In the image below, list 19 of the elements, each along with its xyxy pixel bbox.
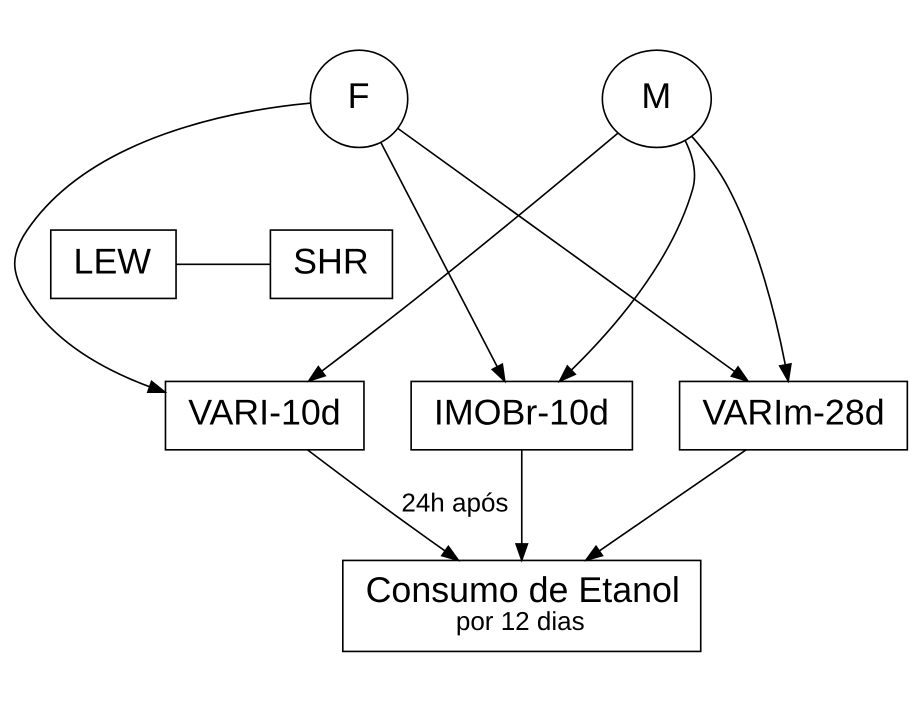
node-ellipse: M — [602, 48, 712, 148]
node-box: Consumo de Etanol por 12 dias — [342, 559, 702, 652]
edge-label: 24h após — [401, 486, 508, 517]
arrow — [584, 448, 747, 562]
node-circle: F — [310, 48, 409, 148]
arrow — [380, 141, 506, 383]
arrow — [514, 449, 529, 562]
arrow — [691, 135, 792, 383]
arrow — [558, 139, 696, 383]
arrow — [397, 127, 750, 382]
node-box: VARIm-28d — [678, 380, 908, 450]
arrow — [14, 102, 312, 392]
node-box: VARI-10d — [164, 380, 365, 450]
node-box: LEW — [50, 228, 177, 299]
connector — [176, 262, 270, 265]
arrow — [307, 448, 460, 562]
node-box: SHR — [270, 228, 394, 299]
node-box: IMOBr-10d — [410, 380, 634, 450]
arrow — [306, 132, 618, 382]
